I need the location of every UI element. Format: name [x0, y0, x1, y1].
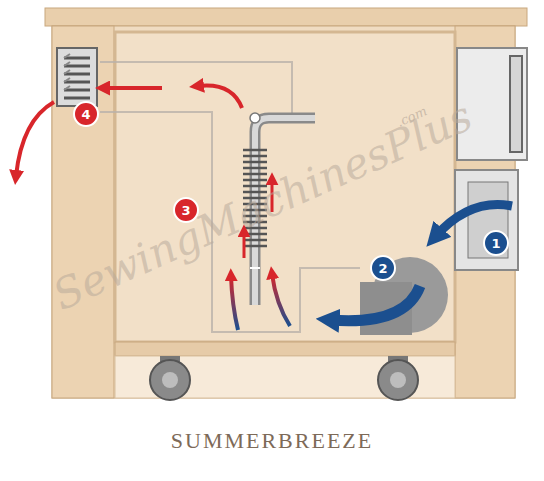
wheel	[378, 360, 418, 400]
callout-number: 2	[370, 255, 396, 281]
wheel	[150, 360, 190, 400]
cool-air-arrow	[330, 286, 420, 321]
pipe-band	[250, 267, 260, 269]
hot-air-arrow	[104, 86, 162, 90]
callout-number: 4	[73, 101, 99, 127]
side-handle	[510, 56, 522, 152]
top-board	[45, 8, 527, 26]
callout-text: 4	[81, 108, 90, 121]
wheel-hub	[390, 372, 406, 388]
warming-air-arrow	[231, 276, 238, 330]
callout-text: 1	[491, 237, 500, 250]
brand-caption: SUMMERBREEZE	[171, 428, 373, 454]
wheel-hub	[162, 372, 178, 388]
callout-text: 2	[378, 262, 387, 275]
hot-air-arrow	[198, 85, 242, 108]
vent-fin-edges	[64, 54, 70, 90]
exhaust-vent	[57, 48, 97, 106]
callout-number: 1	[483, 230, 509, 256]
bottom-rail	[115, 342, 455, 356]
side-handle-plate	[457, 48, 527, 160]
left-stile	[52, 26, 114, 398]
pipe-joint	[250, 113, 260, 123]
intake-filter	[468, 182, 508, 258]
exhaust-arrow	[16, 102, 54, 176]
intake-grille	[455, 170, 518, 270]
warming-air-arrow	[272, 274, 290, 326]
